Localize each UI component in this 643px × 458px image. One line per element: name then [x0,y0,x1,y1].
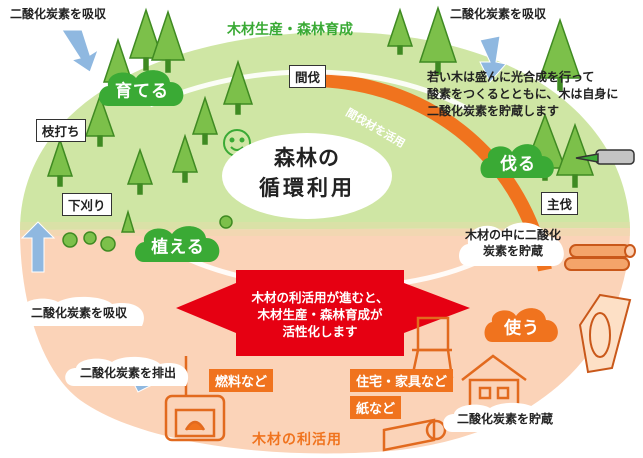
use-paper: 紙など [350,396,402,419]
note-emit-text: 二酸化炭素を排出 [79,366,176,380]
stage-cut: 伐る [476,140,560,184]
chainsaw-icon [575,149,635,165]
note-young-trees-1: 若い木は盛んに光合成を行って [427,70,595,84]
note-young-trees-2: 酸素をつくるとともに、木は自身に [427,87,619,101]
cut-log-icon [578,293,632,374]
note-wood-store: 木材の中に二酸化 炭素を貯蔵 [454,218,572,272]
center-title-line2: 循環利用 [259,176,355,200]
tree-icons [46,5,595,252]
use-fuel: 燃料など [209,369,274,392]
banner-line3: 活性化します [282,324,358,339]
stage-use-label: 使う [504,318,540,339]
label-thinning: 間伐 [289,65,327,88]
paper-roll-icon [382,418,447,452]
stage-use: 使う [480,304,564,348]
center-oval: 森林の 循環利用 [222,133,392,219]
note-absorb-left-text: 二酸化炭素を吸収 [30,306,127,320]
stage-cut-label: 伐る [500,154,536,175]
use-housing: 住宅・家具など [350,369,454,392]
label-final-cut: 主伐 [541,192,579,215]
note-wood-store-2: 炭素を貯蔵 [482,244,543,258]
green-forest-area [20,31,630,231]
label-weeding: 下刈り [62,193,112,216]
stage-grow: 育てる [94,66,190,112]
logs-icon [564,244,636,271]
note-store-bottom: 二酸化炭素を貯蔵 [440,402,570,436]
bottom-title: 木材の利活用 [252,432,342,448]
banner-arrow [176,270,470,356]
note-absorb-left: 二酸化炭素を吸収 [8,296,150,330]
banner-line1: 木材の利活用が進むと、 [251,290,389,305]
top-title: 木材生産・森林育成 [227,22,353,38]
label-pruning: 枝打ち [36,119,86,142]
note-store-bottom-text: 二酸化炭素を貯蔵 [456,412,553,426]
center-title-line1: 森林の [274,146,340,170]
note-absorb-top-left: 二酸化炭素を吸収 [10,7,107,21]
note-wood-store-1: 木材の中に二酸化 [464,228,561,242]
banner-line2: 木材生産・森林育成が [257,307,383,322]
note-young-trees-3: 二酸化炭素を貯蔵します [427,104,560,118]
note-emit: 二酸化炭素を排出 [62,356,194,390]
stage-plant: 植える [130,222,226,268]
stage-plant-label: 植える [151,237,205,258]
note-absorb-top-right: 二酸化炭素を吸収 [450,7,547,21]
stage-grow-label: 育てる [115,81,169,102]
